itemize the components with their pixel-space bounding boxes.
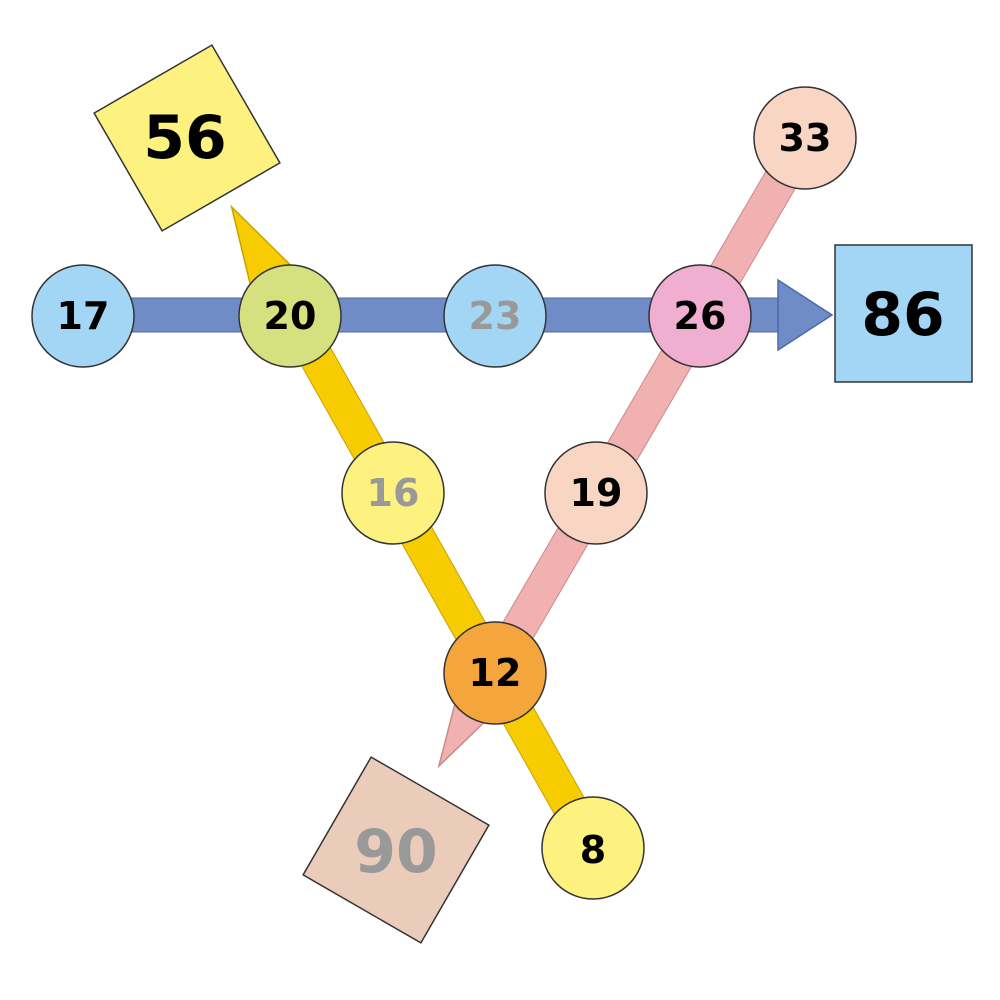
box-86 xyxy=(834,244,973,383)
node-8 xyxy=(541,796,645,900)
node-19 xyxy=(544,441,648,545)
node-23 xyxy=(443,264,547,368)
blue-arrow-head xyxy=(777,278,834,352)
node-8-label: 8 xyxy=(580,828,606,872)
node-17 xyxy=(31,264,135,368)
node-23-label: 23 xyxy=(469,294,522,338)
box-56-shape xyxy=(93,44,281,232)
node-17-label: 17 xyxy=(57,294,110,338)
node-20-label: 20 xyxy=(264,294,317,338)
node-20 xyxy=(238,264,342,368)
box-90-label: 90 xyxy=(354,817,438,887)
node-19-label: 19 xyxy=(570,471,623,515)
box-56-label: 56 xyxy=(143,103,227,173)
box-86-label: 86 xyxy=(861,280,945,350)
box-90 xyxy=(302,756,490,944)
node-12 xyxy=(443,621,547,725)
node-26 xyxy=(648,264,752,368)
node-33-label: 33 xyxy=(779,116,832,160)
node-26-label: 26 xyxy=(674,294,727,338)
pink-arrow-shaft xyxy=(484,128,821,670)
node-16-label: 16 xyxy=(367,471,420,515)
node-16 xyxy=(341,441,445,545)
box-90-shape xyxy=(302,756,490,944)
box-56 xyxy=(93,44,281,232)
node-33 xyxy=(753,86,857,190)
node-12-label: 12 xyxy=(469,651,522,695)
